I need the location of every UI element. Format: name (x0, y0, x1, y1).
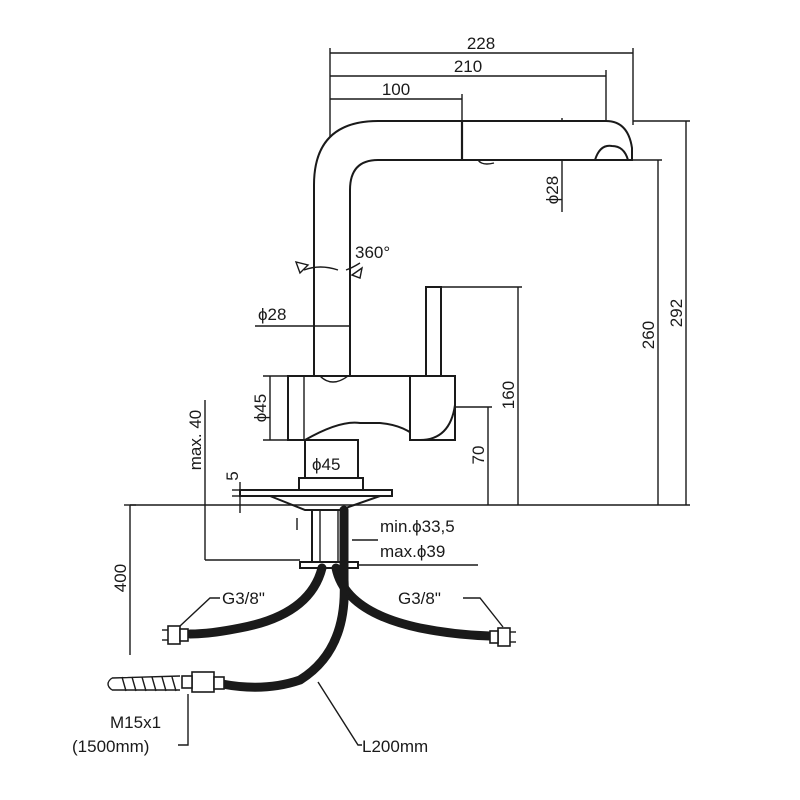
label-right-connector: G3/8" (398, 589, 441, 608)
dim-max-deck-thickness: max. 40 (186, 410, 205, 470)
spray-hose-connector (107, 671, 225, 693)
dim-max-hole: max.ϕ39 (380, 542, 445, 561)
dim-swivel-offset: 100 (382, 80, 410, 99)
dim-base-diameter: ϕ45 (312, 455, 340, 474)
dim-hose-depth: 400 (111, 564, 130, 592)
dim-column-diameter: ϕ28 (258, 305, 286, 324)
callout-leaders (178, 597, 504, 746)
column-diameter-dimension (255, 318, 351, 334)
dim-body-diameter: ϕ45 (251, 394, 270, 422)
hose-depth-dimension (124, 504, 136, 655)
dim-min-hole: min.ϕ33,5 (380, 517, 455, 536)
label-spray-hose-length: (1500mm) (72, 737, 149, 756)
spout (313, 120, 633, 383)
spray-head-outlet (593, 144, 630, 161)
label-left-connector: G3/8" (222, 589, 265, 608)
deck-thickness-dimension (204, 400, 248, 560)
right-supply-connector (489, 627, 516, 647)
left-supply-connector (162, 625, 189, 645)
dim-spout-reach: 210 (454, 57, 482, 76)
dim-outlet-height: 260 (639, 321, 658, 349)
dim-handle-axis-height: 70 (469, 446, 488, 465)
body-diameter-dimension (263, 375, 290, 441)
dim-spout-tube-diameter: ϕ28 (543, 176, 562, 204)
height-dimension-lines (430, 120, 690, 505)
swivel-arrows-icon (294, 261, 364, 279)
dim-base-plate-height: 5 (223, 471, 242, 480)
mixer-body (287, 375, 456, 441)
dim-swivel-angle: 360° (355, 243, 390, 262)
dim-total-height: 292 (667, 299, 686, 327)
label-supply-hose-length: L200mm (362, 737, 428, 756)
supply-hoses (185, 505, 495, 692)
label-spray-thread: M15x1 (110, 713, 161, 732)
dim-overall-reach: 228 (467, 34, 495, 53)
lever (425, 286, 442, 388)
dim-lever-height: 160 (499, 381, 518, 409)
